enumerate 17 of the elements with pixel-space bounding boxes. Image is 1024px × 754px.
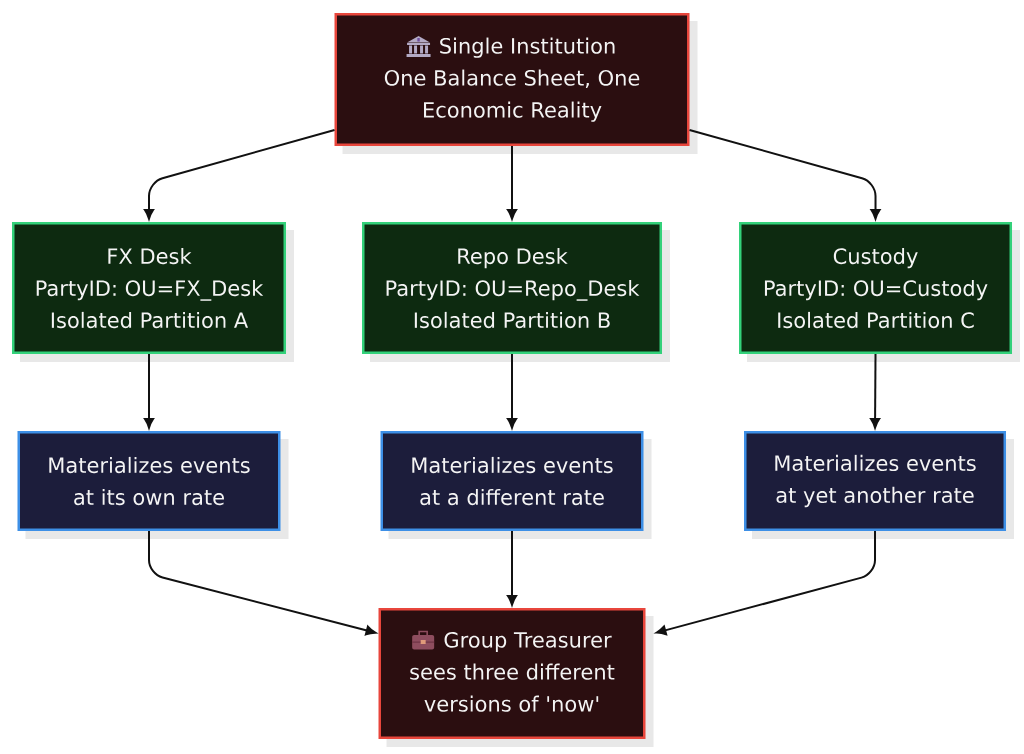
process-box: Materializes events at its own rate (17, 431, 289, 539)
arrow (506, 145, 518, 220)
arrow (143, 129, 336, 220)
process-box: Materializes events at a different rate (380, 431, 652, 539)
arrow (143, 353, 155, 429)
arrow (870, 353, 881, 429)
process-box: Group Treasurer sees three different versions of 'now' (378, 608, 654, 747)
arrow (148, 530, 377, 636)
process-box: Single Institution One Balance Sheet, One Economic Reality (334, 13, 698, 154)
arrow (506, 530, 518, 606)
process-box: FX Desk PartyID: OU=FX_Desk Isolated Partition A (12, 222, 294, 362)
process-box: Materializes events at yet another rate (744, 431, 1014, 539)
process-box: Repo Desk PartyID: OU=Repo_Desk Isolated Partition B (362, 222, 670, 362)
arrow (655, 530, 876, 636)
process-box: Custody PartyID: OU=Custody Isolated Partition C (739, 222, 1020, 362)
arrow (506, 353, 518, 429)
arrow (688, 129, 881, 220)
